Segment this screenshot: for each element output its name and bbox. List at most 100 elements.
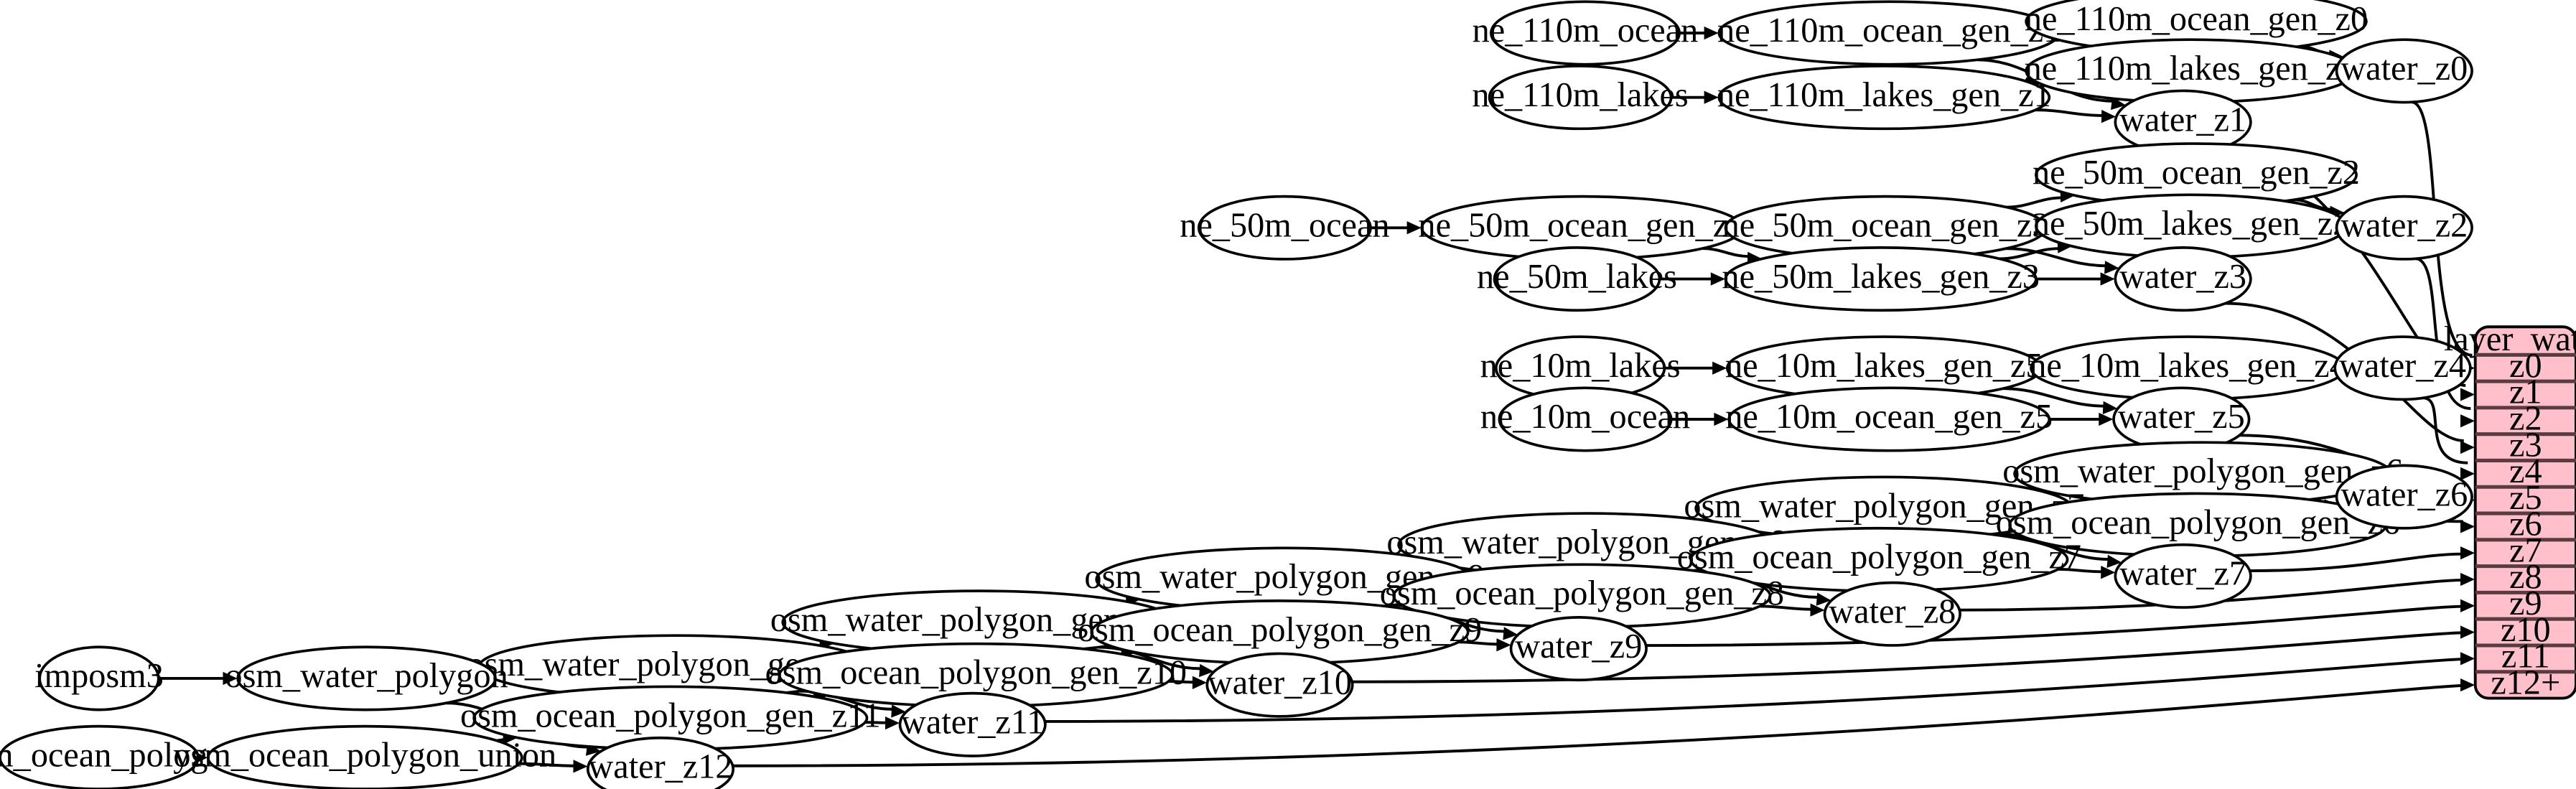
graph-node-ne_50m_ocean[interactable]: ne_50m_ocean	[1180, 195, 1390, 261]
edge-line	[1168, 680, 1195, 684]
graph-node-water_z9[interactable]: water_z9	[1509, 616, 1648, 682]
edge-arrowhead	[2460, 599, 2475, 612]
graph-edge-osm_water_polygon_gen_z10-to-water_z10	[1098, 645, 1214, 678]
edge-arrowhead	[573, 760, 588, 773]
edge-line	[2249, 552, 2463, 573]
graph-node-ne_10m_ocean_gen_z5[interactable]: ne_10m_ocean_gen_z5	[1725, 386, 2053, 452]
graph-edge-water_z8-to-layer_water-z8	[1959, 572, 2475, 612]
graph-edge-osm_ocean_polygon_union-to-water_z12	[518, 760, 588, 773]
edge-arrowhead	[223, 671, 238, 686]
edge-arrowhead	[1704, 90, 1719, 104]
edge-line	[2035, 108, 2104, 117]
edge-line	[1045, 658, 2463, 723]
graph-node-water_z11[interactable]: water_z11	[898, 691, 1047, 757]
graph-node-water_z5[interactable]: water_z5	[2112, 386, 2251, 452]
graph-node-ne_110m_ocean[interactable]: ne_110m_ocean	[1473, 0, 1699, 66]
graph-node-osm_water_polygon[interactable]: osm_water_polygon	[225, 645, 508, 711]
edge-arrowhead	[1406, 221, 1422, 235]
graph-edge-ne_10m_lakes-to-ne_10m_lakes_gen_z5	[1664, 361, 1727, 375]
graph-node-water_z4[interactable]: water_z4	[2333, 335, 2472, 401]
graph-edge-ne_50m_ocean-to-ne_50m_ocean_gen_z4	[1370, 221, 1422, 235]
edge-arrowhead	[2460, 652, 2475, 666]
edge-arrowhead	[2460, 572, 2475, 587]
graph-node-water_z8[interactable]: water_z8	[1823, 581, 1961, 647]
graph-node-ne_110m_ocean_gen_z1[interactable]: ne_110m_ocean_gen_z1	[1717, 0, 2061, 66]
edge-line	[518, 762, 575, 767]
edge-line	[1458, 640, 1498, 646]
edge-line	[732, 684, 2463, 767]
edge-line	[2422, 396, 2468, 464]
graph-edge-water_z4-to-layer_water-z4	[2422, 396, 2475, 481]
edge-arrowhead	[891, 704, 906, 718]
edge-line	[1702, 247, 1750, 258]
edge-line	[864, 721, 887, 724]
graph-node-imposm3[interactable]: imposm3	[34, 645, 164, 711]
edge-arrowhead	[2101, 110, 2117, 123]
edge-arrowhead	[2460, 414, 2475, 428]
edge-arrowhead	[2099, 412, 2114, 426]
graph-edge-water_z10-to-layer_water-z10	[1352, 625, 2475, 683]
graph-edge-osm_ocean_polygon_gen_z7-to-water_z7	[2058, 566, 2116, 579]
edge-arrowhead	[2106, 554, 2122, 569]
graph-node-water_z6[interactable]: water_z6	[2335, 464, 2473, 530]
graph-node-osm_ocean_polygon_union[interactable]: osm_ocean_polygon_union	[173, 724, 556, 789]
graph-edge-ne_50m_lakes_gen_z3-to-water_z3	[2035, 272, 2115, 286]
graph-edge-osm_ocean_polygon_gen_z11-to-water_z11	[864, 716, 900, 730]
graph-edge-ne_110m_lakes_gen_z1-to-water_z1	[2035, 108, 2117, 123]
graph-edge-ne_110m_ocean-to-ne_110m_ocean_gen_z1	[1679, 26, 1719, 40]
edge-line	[2058, 568, 2103, 574]
edge-arrowhead	[1712, 361, 1727, 375]
edge-line	[1999, 247, 2060, 261]
graph-edge-osm_ocean_polygon_gen_z10-to-water_z10	[1168, 676, 1207, 689]
edge-line	[1352, 631, 2463, 683]
graph-node-ne_110m_lakes[interactable]: ne_110m_lakes	[1472, 65, 1689, 131]
edge-line	[1759, 604, 1812, 611]
graph-edge-water_z7-to-layer_water-z7	[2249, 546, 2475, 573]
edge-line	[1646, 604, 2463, 648]
graph-edge-water_z9-to-layer_water-z9	[1646, 599, 2475, 648]
edge-arrowhead	[1710, 272, 1725, 286]
edge-arrowhead	[1503, 627, 1518, 640]
edge-arrowhead	[1810, 603, 1825, 617]
edge-arrowhead	[885, 716, 900, 730]
graph-node-water_z3[interactable]: water_z3	[2114, 246, 2252, 312]
edge-arrowhead	[2460, 440, 2475, 454]
edge-line	[2007, 196, 2063, 209]
graph-edge-water_z11-to-layer_water-z11	[1045, 652, 2475, 723]
graph-edge-imposm3-to-osm_water_polygon	[158, 671, 238, 686]
edge-line	[2006, 247, 2107, 268]
graph-edge-ne_50m_ocean_gen_z3-to-water_z3	[2006, 247, 2119, 274]
graph-node-water_z0[interactable]: water_z0	[2335, 38, 2473, 104]
graph-node-water_z7[interactable]: water_z7	[2114, 543, 2252, 609]
edge-line	[1098, 645, 1202, 671]
edge-arrowhead	[2102, 401, 2118, 414]
graph-node-ne_50m_lakes_gen_z3[interactable]: ne_50m_lakes_gen_z3	[1722, 246, 2040, 312]
edge-arrowhead	[2110, 96, 2126, 111]
edge-line	[1959, 579, 2463, 612]
edge-arrowhead	[2460, 467, 2475, 481]
graph-edge-ne_10m_lakes_gen_z5-to-water_z5	[2002, 387, 2118, 414]
graph-edge-water_z2-to-layer_water-z2	[2415, 257, 2475, 428]
edge-arrowhead	[2104, 261, 2119, 274]
edge-arrowhead	[2460, 625, 2475, 639]
graph-node-water_z12[interactable]: water_z12	[586, 736, 735, 789]
graph-edge-water_z12-to-layer_water-z12+	[732, 678, 2475, 767]
graph-node-water_z10[interactable]: water_z10	[1205, 652, 1354, 718]
edge-arrowhead	[1816, 592, 1831, 606]
graph-node-ne_10m_ocean[interactable]: ne_10m_ocean	[1480, 386, 1690, 452]
graph-node-ne_110m_lakes_gen_z1[interactable]: ne_110m_lakes_gen_z1	[1717, 65, 2051, 131]
graph-edge-osm_ocean_polygon_gen_z8-to-water_z8	[1759, 603, 1825, 617]
graph-node-water_z2[interactable]: water_z2	[2335, 195, 2473, 261]
edge-arrowhead	[1496, 638, 1511, 652]
edge-arrowhead	[1192, 676, 1207, 689]
edge-arrowhead	[1714, 412, 1729, 426]
edge-arrowhead	[2460, 388, 2475, 401]
edge-arrowhead	[2101, 566, 2116, 579]
edge-arrowhead	[2460, 520, 2475, 533]
edge-arrowhead	[1704, 26, 1719, 40]
graph-edge-ne_110m_lakes-to-ne_110m_lakes_gen_z1	[1671, 90, 1719, 104]
edge-arrowhead	[2460, 678, 2475, 692]
